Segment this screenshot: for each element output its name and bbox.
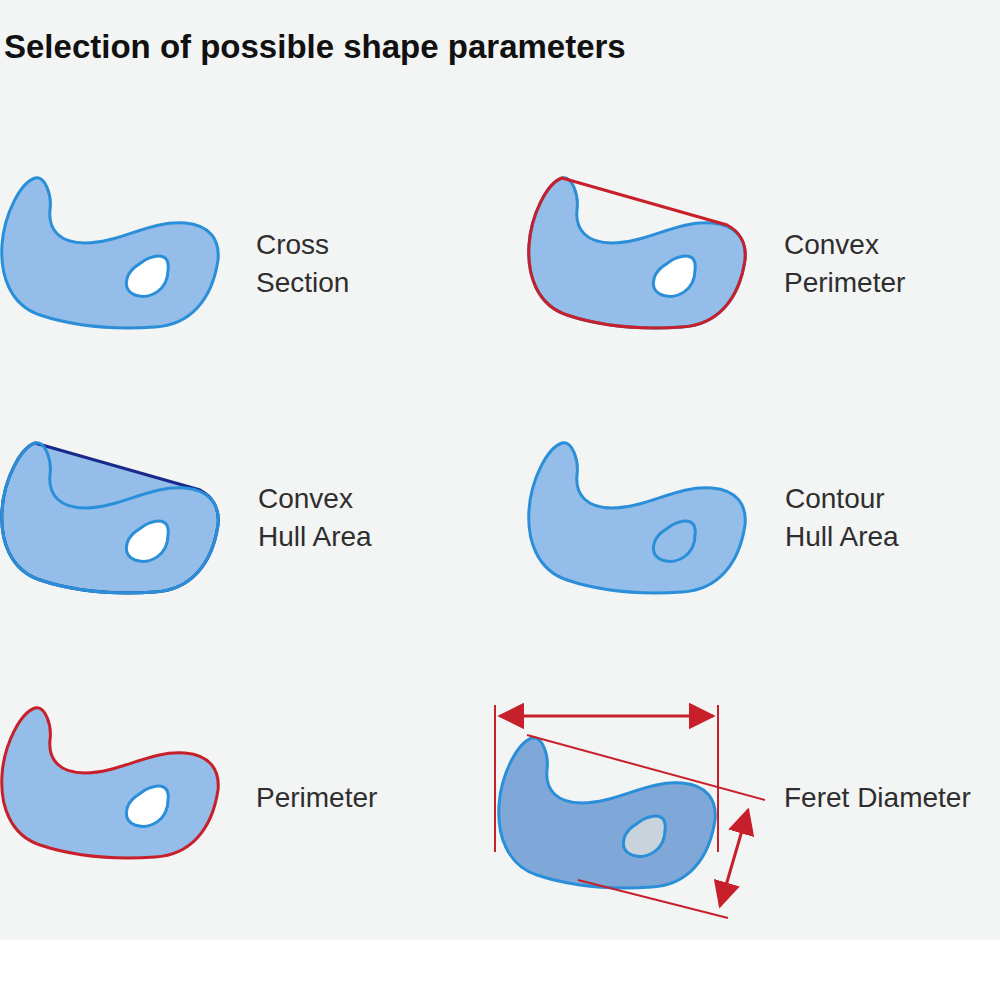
cross-section-shape: [2, 178, 218, 328]
feret-shape: [499, 738, 715, 888]
shape-label: Perimeter: [256, 779, 406, 817]
shape-label: Cross Section: [256, 226, 406, 302]
convex-perimeter-shape: [529, 178, 746, 328]
shape-label: Convex Hull Area: [258, 480, 398, 556]
convex-hull-shape: [2, 443, 219, 593]
shape-label: Feret Diameter: [784, 779, 971, 817]
feret-lines: [495, 705, 765, 918]
title: Selection of possible shape parameters: [4, 28, 626, 66]
contour-hull-shape: [529, 443, 745, 593]
perimeter-shape: [2, 708, 218, 858]
shape-label: Convex Perimeter: [784, 226, 934, 302]
shape-label: Contour Hull Area: [785, 480, 925, 556]
